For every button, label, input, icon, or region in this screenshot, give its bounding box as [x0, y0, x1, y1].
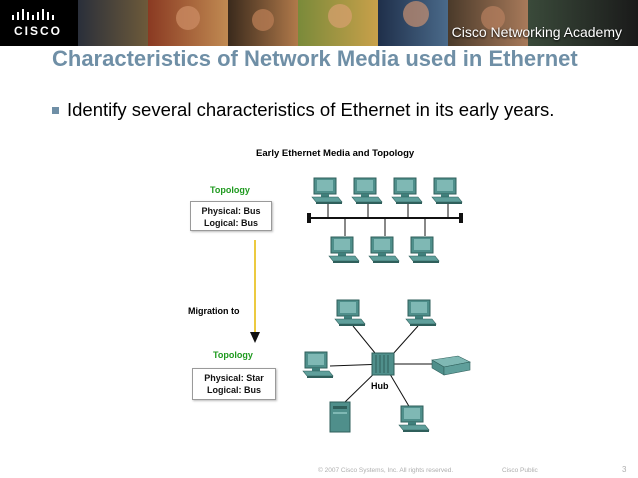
- bus-pc-6-icon: [368, 236, 400, 264]
- star-pc-left-icon: [302, 351, 334, 379]
- hub-label: Hub: [371, 381, 389, 391]
- bullet-marker-icon: [52, 107, 59, 114]
- bus-physical-text: Physical: Bus: [201, 206, 261, 216]
- bus-pc-3-icon: [391, 177, 423, 205]
- bus-terminator-left-icon: [307, 213, 311, 223]
- academy-title: Cisco Networking Academy: [451, 24, 622, 40]
- bullet-text: Identify several characteristics of Ethe…: [67, 99, 555, 120]
- star-topology-label: Topology: [213, 350, 253, 360]
- cisco-logo: CISCO: [0, 0, 78, 46]
- server-icon: [329, 401, 351, 433]
- header-banner: CISCO Cisco Networking Academy: [0, 0, 638, 46]
- bus-topology-box: Physical: Bus Logical: Bus: [190, 201, 272, 231]
- migration-arrowhead-icon: [250, 332, 260, 343]
- star-pc-bottom-right-icon: [398, 405, 430, 433]
- bus-pc-4-icon: [431, 177, 463, 205]
- star-pc-top-left-icon: [334, 299, 366, 327]
- star-pc-top-right-icon: [405, 299, 437, 327]
- bus-pc-7-icon: [408, 236, 440, 264]
- bus-topology-label: Topology: [210, 185, 250, 195]
- cisco-bars-icon: [12, 9, 54, 20]
- bus-terminator-right-icon: [459, 213, 463, 223]
- bus-pc-2-icon: [351, 177, 383, 205]
- page-number: 3: [622, 465, 627, 474]
- bus-logical-text: Logical: Bus: [203, 218, 258, 228]
- bus-pc-5-icon: [328, 236, 360, 264]
- footer-classification: Cisco Public: [502, 467, 538, 474]
- star-logical-text: Logical: Bus: [206, 385, 261, 395]
- star-topology-box: Physical: Star Logical: Bus: [192, 368, 276, 400]
- printer-icon: [431, 355, 471, 376]
- hub-icon: [371, 352, 395, 376]
- logo-wordmark: CISCO: [14, 24, 63, 38]
- slide-title: Characteristics of Network Media used in…: [52, 46, 578, 71]
- star-physical-text: Physical: Star: [204, 373, 264, 383]
- bus-pc-1-icon: [311, 177, 343, 205]
- footer-copyright: © 2007 Cisco Systems, Inc. All rights re…: [318, 467, 454, 474]
- migration-label: Migration to: [188, 306, 240, 316]
- banner-photo-collage: [78, 0, 638, 46]
- diagram-title: Early Ethernet Media and Topology: [256, 148, 415, 159]
